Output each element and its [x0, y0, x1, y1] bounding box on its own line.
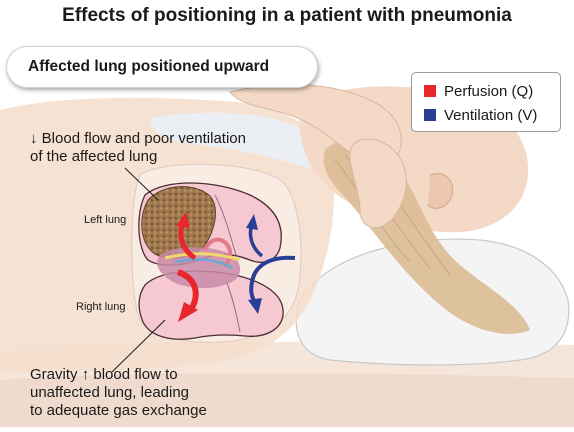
gravity-note: Gravity ↑ blood flow to unaffected lung,…: [30, 366, 207, 420]
leader-line-top: [124, 167, 159, 201]
perfusion-arrow-lower: [176, 269, 199, 310]
affected-lung-note-line1: ↓ Blood flow and poor ventilation: [30, 130, 246, 148]
affected-lung-note: ↓ Blood flow and poor ventilation of the…: [30, 130, 246, 166]
perfusion-arrowhead-lower: [178, 302, 198, 322]
gravity-note-text-rest: blood flow to: [89, 366, 178, 383]
affected-lung-note-line2: of the affected lung: [30, 148, 158, 165]
ventilation-arrowhead-upper: [246, 214, 258, 230]
aorta: [203, 237, 233, 268]
legend-label-ventilation: Ventilation (V): [444, 106, 538, 124]
gravity-note-line1: Gravity ↑ blood flow to: [30, 366, 207, 384]
gravity-note-line2: unaffected lung, leading: [30, 384, 190, 401]
page-title: Effects of positioning in a patient with…: [62, 5, 512, 26]
bed-sheet: [0, 373, 574, 427]
shoulder: [150, 112, 332, 175]
hand: [349, 138, 407, 229]
trachea: [164, 252, 241, 262]
gravity-note-text-pre: Gravity: [30, 366, 82, 383]
leader-line-bottom: [111, 319, 166, 373]
heart: [157, 247, 241, 289]
left-lung-fissure: [214, 194, 237, 256]
down-arrow-icon: ↓: [30, 130, 38, 147]
ventilation-arrowhead-lower: [248, 298, 262, 314]
right-lung-label: Right lung: [76, 301, 126, 313]
ear: [427, 173, 454, 209]
perfusion-arrowhead-upper: [176, 212, 190, 228]
legend-item-perfusion: Perfusion (Q): [424, 79, 560, 103]
vessels: [174, 258, 233, 270]
ventilation-arrow-lower: [249, 255, 296, 306]
perfusion-swatch: [424, 85, 436, 97]
legend: Perfusion (Q) Ventilation (V): [411, 72, 561, 132]
ventilation-swatch: [424, 109, 436, 121]
up-arrow-icon: ↑: [81, 366, 90, 383]
gravity-note-line3: to adequate gas exchange: [30, 402, 207, 419]
affected-lung-note-text1: Blood flow and poor ventilation: [37, 130, 246, 147]
legend-item-ventilation: Ventilation (V): [424, 103, 560, 127]
legend-label-perfusion: Perfusion (Q): [444, 82, 534, 100]
position-banner: Affected lung positioned upward: [6, 46, 318, 88]
left-lung-label: Left lung: [84, 214, 127, 226]
